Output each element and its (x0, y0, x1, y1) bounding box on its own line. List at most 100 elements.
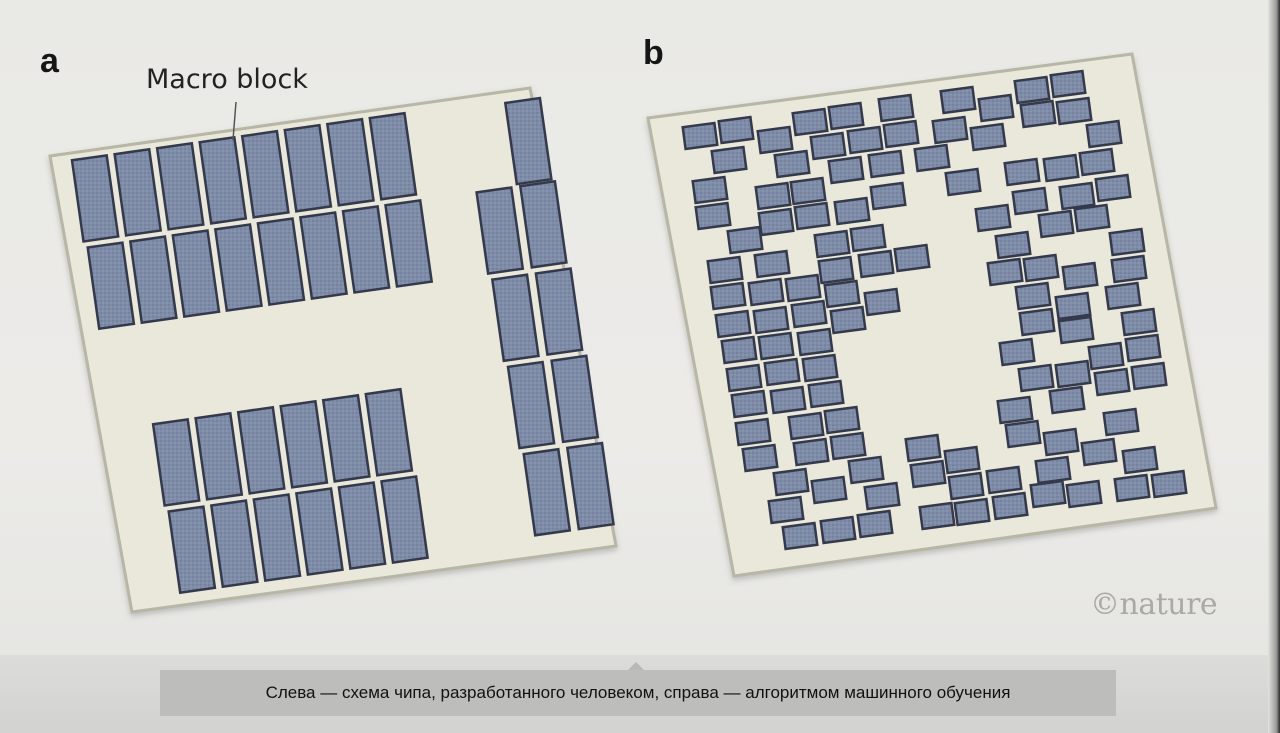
macro-block (829, 431, 867, 461)
macro-block (939, 85, 977, 115)
macro-block (298, 211, 349, 301)
macro-block (1022, 253, 1060, 283)
macro-block (128, 235, 178, 325)
macro-block (893, 243, 931, 273)
macro-block (793, 201, 831, 231)
macro-block (986, 257, 1024, 287)
macro-block (113, 147, 163, 237)
macro-block (198, 135, 248, 225)
macro-block (909, 459, 947, 489)
macro-block (1042, 427, 1080, 457)
macro-block (998, 337, 1036, 367)
macro-block (720, 335, 758, 365)
macro-block (807, 379, 845, 409)
subtitle-notch (628, 662, 644, 670)
macro-block (856, 509, 894, 539)
macro-block (943, 445, 981, 475)
macro-block (996, 395, 1034, 425)
macro-block (240, 129, 290, 219)
macro-block (534, 267, 584, 357)
macro-block (1094, 173, 1132, 203)
macro-block (522, 447, 572, 537)
macro-block (796, 327, 834, 357)
macro-block (209, 499, 259, 589)
macro-block (1087, 341, 1125, 371)
panel-b-label: b (643, 34, 664, 72)
macro-block (1085, 119, 1123, 149)
macro-block (817, 255, 855, 285)
macro-blocks-b (681, 69, 1188, 551)
macro-block (1013, 75, 1051, 105)
macro-block (1014, 281, 1052, 311)
macro-block (1011, 186, 1049, 216)
macro-block (1019, 99, 1057, 129)
macro-block (1054, 291, 1092, 321)
macro-block (1110, 254, 1148, 284)
macro-block (1061, 261, 1099, 291)
macro-block (1055, 96, 1093, 126)
macro-block (710, 145, 748, 175)
macro-block (790, 299, 828, 329)
macro-block (194, 411, 244, 501)
macro-block (1037, 209, 1075, 239)
macro-block (757, 331, 795, 361)
macro-block (725, 363, 763, 393)
macro-block (1049, 69, 1087, 99)
macro-block (1003, 157, 1041, 187)
macro-blocks-a (70, 96, 615, 595)
macro-block (1048, 385, 1086, 415)
macro-block (741, 443, 779, 473)
macro-block (789, 176, 827, 206)
macro-block (810, 475, 848, 505)
macro-block (787, 411, 825, 441)
macro-block (974, 203, 1012, 233)
macro-block (734, 417, 772, 447)
macro-block (236, 405, 286, 495)
macro-block (827, 101, 865, 131)
macro-block (1034, 455, 1072, 485)
macro-block (341, 204, 391, 294)
macro-block (772, 467, 810, 497)
macro-block (953, 497, 991, 527)
macro-block (70, 153, 120, 243)
macro-block (767, 495, 805, 525)
macro-block (869, 181, 907, 211)
macro-block (756, 125, 794, 155)
macro-block-label: Macro block (146, 64, 308, 95)
macro-block (931, 115, 969, 145)
macro-block (506, 360, 556, 450)
macro-block (747, 277, 785, 307)
macro-block (913, 143, 951, 173)
macro-block (1073, 203, 1111, 233)
macro-block (256, 217, 306, 307)
macro-block (882, 119, 920, 149)
macro-block (475, 186, 525, 276)
macro-block (325, 117, 375, 207)
macro-block (714, 309, 752, 339)
macro-block (213, 223, 263, 313)
macro-block (809, 131, 847, 161)
panel-a-label: a (40, 42, 59, 80)
macro-block (681, 121, 719, 151)
macro-block (1042, 153, 1080, 183)
macro-block (1120, 307, 1158, 337)
macro-block (364, 387, 414, 477)
macro-block (1078, 147, 1116, 177)
macro-block (1150, 469, 1188, 499)
macro-block (730, 389, 768, 419)
macro-block (1108, 227, 1146, 257)
macro-block (757, 207, 795, 237)
macro-block (490, 273, 540, 363)
macro-block (781, 521, 819, 551)
macro-block (368, 111, 418, 201)
macro-block (813, 229, 851, 259)
macro-block (1018, 307, 1056, 337)
macro-block (829, 305, 867, 335)
macro-block (863, 287, 901, 317)
macro-block (337, 481, 387, 571)
subtitle-box: Слева — схема чипа, разработанного челов… (160, 662, 1116, 716)
macro-block (1065, 479, 1103, 509)
macro-block (709, 281, 747, 311)
macro-block (1058, 181, 1096, 211)
macro-block (691, 175, 729, 205)
